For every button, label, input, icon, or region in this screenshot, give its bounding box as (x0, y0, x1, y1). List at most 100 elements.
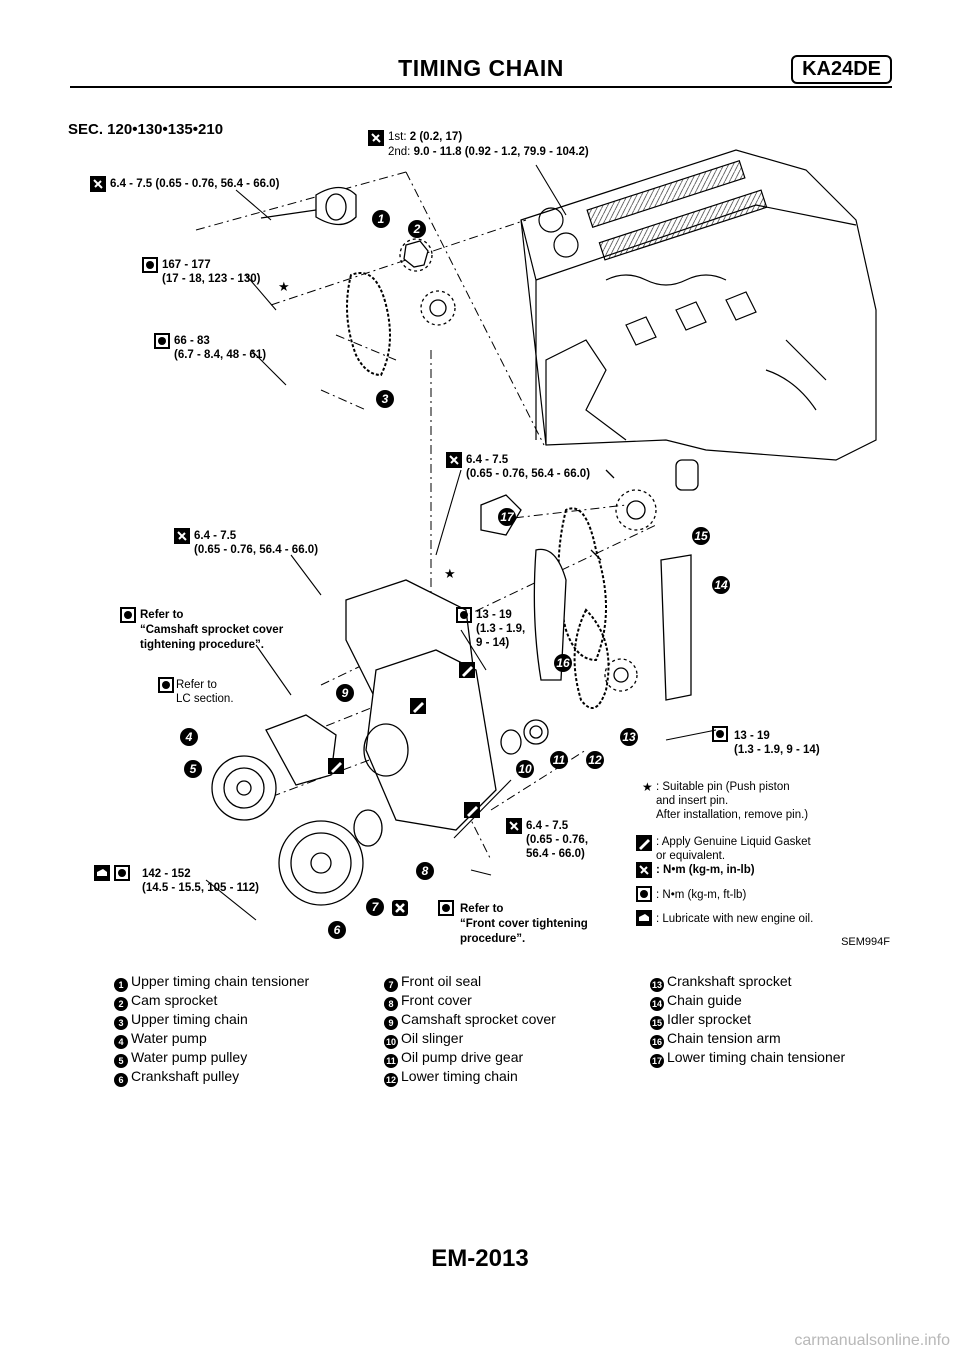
part-label: Cam sprocket (131, 992, 218, 1008)
part-label: Idler sprocket (667, 1011, 752, 1027)
lower-tensioner-torque-label: 6.4 - 7.5 (0.65 - 0.76, 56.4 - 66.0) (466, 454, 591, 480)
callout-7: 7 (366, 898, 384, 916)
part-label: Oil pump drive gear (401, 1049, 524, 1065)
chain-guide-lower-torque-label: 13 - 19 (1.3 - 1.9, 9 - 14) (734, 730, 820, 756)
part-label: Upper timing chain (131, 1011, 248, 1027)
lc-section-reference: Refer to LC section. (176, 679, 234, 705)
engine-block-drawing (520, 149, 877, 461)
socket-wrench-icon (438, 900, 454, 916)
callout-3: 3 (376, 390, 394, 408)
gasket-icon (464, 802, 480, 818)
part-number-badge: 9 (384, 1016, 398, 1030)
callout-15: 15 (692, 527, 710, 545)
part-number-badge: 8 (384, 997, 398, 1011)
part-number-badge: 15 (650, 1016, 664, 1030)
legend-star-marker: ★ (642, 780, 653, 794)
callout-4: 4 (180, 728, 198, 746)
part-label: Water pump (131, 1030, 207, 1046)
components (211, 186, 699, 906)
front-cover-bolt-torque-label: 6.4 - 7.5 (0.65 - 0.76, 56.4 - 66.0) (526, 820, 589, 860)
part-number-badge: 17 (650, 1054, 664, 1068)
gasket-icon (459, 662, 475, 678)
socket-wrench-icon (636, 886, 652, 902)
part-number-badge: 16 (650, 1035, 664, 1049)
socket-wrench-icon (142, 257, 158, 273)
callout-13: 13 (620, 728, 638, 746)
torque-wrench-icon (446, 452, 462, 468)
part-label: Front cover (401, 992, 472, 1008)
header-divider (70, 86, 892, 88)
part-label: Crankshaft pulley (131, 1068, 240, 1084)
tensioner-torque-label: 6.4 - 7.5 (0.65 - 0.76, 56.4 - 66.0) (110, 178, 280, 190)
callout-11: 11 (550, 751, 568, 769)
part-label: Water pump pulley (131, 1049, 248, 1065)
cover-bolt-torque-label: 6.4 - 7.5 (0.65 - 0.76, 56.4 - 66.0) (194, 530, 319, 556)
pin-star-marker-lower: ★ (444, 566, 456, 581)
part-number-badge: 13 (650, 978, 664, 992)
part-number-badge: 1 (114, 978, 128, 992)
socket-wrench-icon (154, 333, 170, 349)
part-number-badge: 6 (114, 1073, 128, 1087)
callout-2: 2 (408, 220, 426, 238)
torque-wrench-icon (368, 130, 384, 146)
pin-star-marker: ★ (278, 279, 290, 294)
socket-wrench-icon (158, 677, 174, 693)
camshaft-torque-value1: 2 (0.2, 17) (409, 131, 463, 143)
callout-14: 14 (712, 576, 730, 594)
socket-wrench-icon (456, 607, 472, 623)
part-number-badge: 12 (384, 1073, 398, 1087)
gasket-icon (636, 835, 652, 851)
part-number-badge: 3 (114, 1016, 128, 1030)
part-label: Chain guide (667, 992, 742, 1008)
seal-replace-icon (392, 900, 408, 916)
part-number-badge: 5 (114, 1054, 128, 1068)
legend-nm-in-lb: : N•m (kg-m, in-lb) (656, 864, 755, 876)
part-label: Upper timing chain tensioner (131, 973, 310, 989)
oil-can-icon (636, 910, 652, 926)
page-number: EM-2013 (431, 1245, 529, 1272)
torque-wrench-icon (174, 528, 190, 544)
part-label: Oil slinger (401, 1030, 464, 1046)
part-label: Chain tension arm (667, 1030, 781, 1046)
legend-pin: : Suitable pin (Push piston and insert p… (656, 781, 809, 821)
callout-10: 10 (516, 760, 534, 778)
part-label: Lower timing chain tensioner (667, 1049, 846, 1065)
leader-lines (205, 164, 717, 921)
exploded-diagram: SEC. 120•130•135•210 SEM994F 1st: 2 (0.2… (66, 110, 896, 958)
part-label: Camshaft sprocket cover (401, 1011, 556, 1027)
part-label: Front oil seal (401, 973, 482, 989)
crank-pulley-torque-label: 142 - 152 (14.5 - 15.5, 105 - 112) (142, 868, 259, 894)
gasket-icon (328, 758, 344, 774)
callout-16: 16 (554, 654, 572, 672)
socket-wrench-icon (120, 607, 136, 623)
callout-17: 17 (498, 508, 516, 526)
sprocket-cover-reference: Refer to “Camshaft sprocket cover tighte… (140, 609, 284, 651)
socket-wrench-icon (712, 726, 728, 742)
tension-arm-torque-label: 13 - 19 (1.3 - 1.9, 9 - 14) (476, 609, 526, 649)
torque-wrench-icon (506, 818, 522, 834)
part-number-badge: 10 (384, 1035, 398, 1049)
part-label: Crankshaft sprocket (667, 973, 792, 989)
oil-can-icon (94, 865, 110, 881)
callout-9: 9 (336, 684, 354, 702)
camshaft-torque-line2: 2nd: 9.0 - 11.8 (0.92 - 1.2, 79.9 - 104.… (388, 145, 589, 159)
torque-wrench-icon (90, 176, 106, 192)
callout-12: 12 (586, 751, 604, 769)
